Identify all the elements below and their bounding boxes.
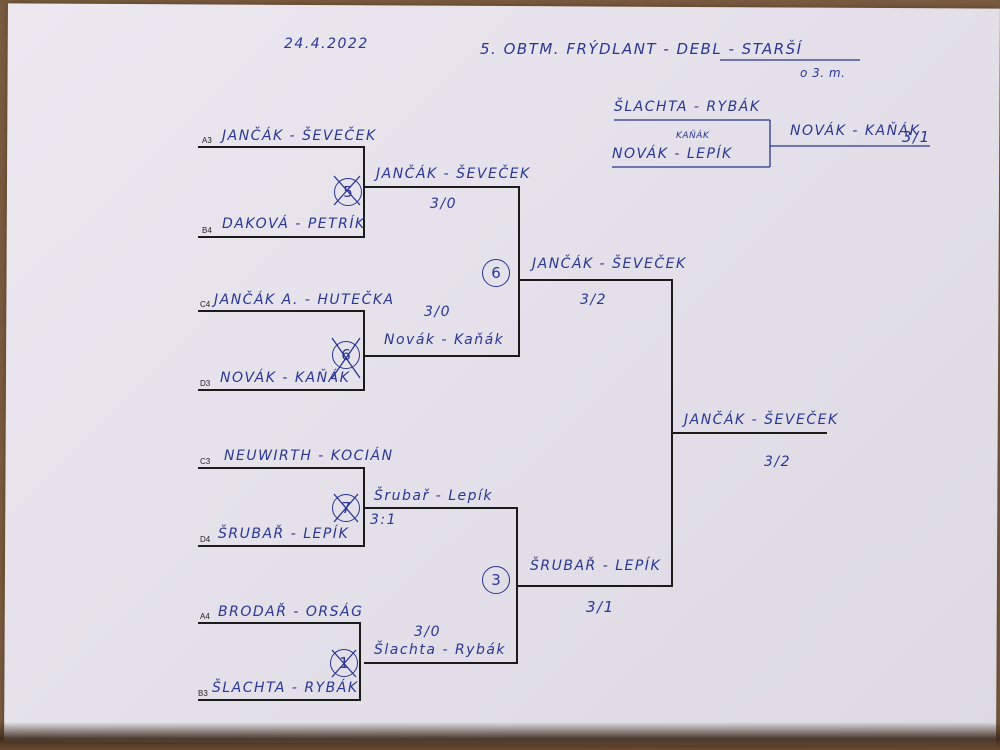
r2-pair: JANČÁK - ŠEVEČEK	[376, 166, 531, 182]
sf-pair: ŠRUBAŘ - LEPÍK	[530, 558, 662, 574]
r1-pair: ŠLACHTA - RYBÁK	[212, 680, 359, 696]
r2-bracket-1	[364, 186, 520, 357]
r1-bracket-1	[198, 146, 365, 238]
r1-pair: ŠRUBAŘ - LEPÍK	[218, 526, 350, 542]
seed-label: C3	[200, 457, 211, 466]
seed-label: D3	[200, 379, 211, 388]
seed-label: C4	[200, 300, 211, 309]
r2-score: 3/0	[430, 196, 458, 212]
match-number-circle: 6	[332, 341, 360, 369]
r2-pair: Šlachta - Rybák	[374, 642, 507, 658]
third-bottom-pair: NOVÁK - LEPÍK	[612, 146, 733, 162]
match-number-circle: 1	[330, 649, 358, 677]
r1-bracket-4	[198, 622, 361, 701]
table-edge	[0, 722, 1000, 750]
r1-bracket-2	[198, 310, 365, 391]
seed-label: A4	[200, 612, 210, 621]
sf-bracket	[517, 279, 673, 587]
r1-pair: JANČÁK A. - HUTEČKA	[214, 292, 395, 308]
r1-pair: NOVÁK - KAŇÁK	[220, 370, 351, 386]
third-top-pair: ŠLACHTA - RYBÁK	[614, 99, 761, 115]
sf-pair: JANČÁK - ŠEVEČEK	[532, 256, 687, 272]
r2-score: 3:1	[370, 512, 398, 528]
r2-pair: Šrubař - Lepík	[374, 488, 493, 504]
tournament-title: 5. OBTM. FRÝDLANT - DEBL - STARŠÍ	[480, 40, 803, 58]
seed-label: D4	[200, 535, 211, 544]
date-label: 24.4.2022	[284, 36, 369, 52]
match-number-circle: 5	[334, 178, 362, 206]
r1-pair: JANČÁK - ŠEVEČEK	[222, 128, 377, 144]
r2-score: 3/0	[424, 304, 452, 320]
r2-pair: Novák - Kaňák	[384, 332, 505, 348]
sf-score: 3/2	[580, 292, 608, 308]
match-number-circle: 6	[482, 259, 510, 287]
seed-label: B3	[198, 689, 208, 698]
seed-label: B4	[202, 226, 212, 235]
seed-label: A3	[202, 136, 212, 145]
match-number-circle: 7	[332, 494, 360, 522]
third-winner: NOVÁK - KAŇÁK	[790, 123, 921, 139]
r2-score: 3/0	[414, 624, 442, 640]
third-score: 3/1	[902, 128, 931, 146]
r1-pair: NEUWIRTH - KOCIÁN	[224, 448, 394, 464]
sf-score: 3/1	[586, 598, 615, 616]
match-number-circle: 3	[482, 566, 510, 594]
final-winner: JANČÁK - ŠEVEČEK	[684, 412, 839, 428]
third-place-label: o 3. m.	[800, 66, 846, 80]
r1-pair: DAKOVÁ - PETRÍK	[222, 216, 366, 232]
third-correction-note: KAŇÁK	[676, 131, 710, 141]
r1-pair: BRODAŘ - ORSÁG	[218, 604, 364, 620]
final-score: 3/2	[764, 454, 792, 470]
